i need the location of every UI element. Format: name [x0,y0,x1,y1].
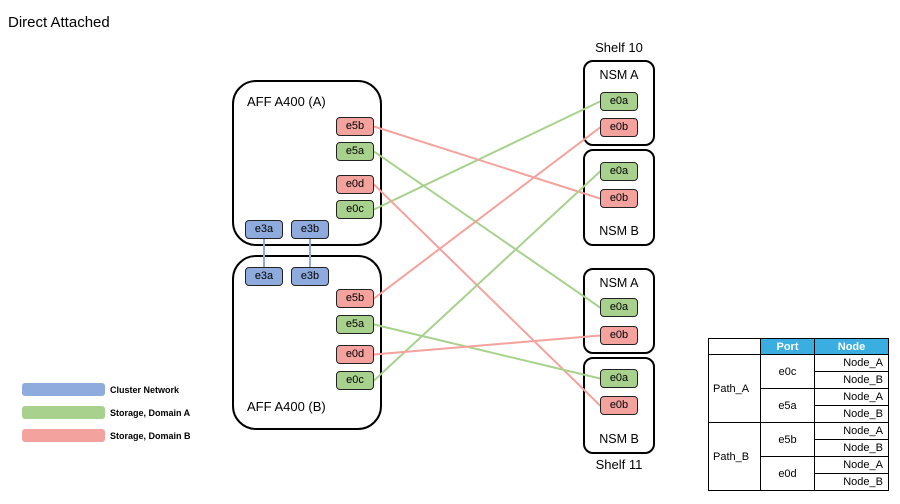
node-cell: Node_A [814,354,889,372]
port-cell: e0c [760,354,815,389]
port-cell: e5a [760,388,815,423]
port-a-e3a: e3a [245,220,283,239]
table-row: Path_A e0c Node_A [708,354,889,423]
legend-label-domain-a: Storage, Domain A [110,408,191,418]
diagram-title: Direct Attached [8,14,110,31]
table-row: Node_B [709,371,889,389]
port-b-e3a: e3a [245,267,283,286]
node-cell: Node_B [814,473,889,491]
port-s11-nsma-e0b: e0b [600,326,638,345]
path-cell: Path_A [708,354,761,423]
port-cell: e0d [760,456,815,491]
table-row: e5a Node_A [709,388,889,423]
shelf-11-label: Shelf 11 [595,457,643,472]
table-header-row: Port Node [708,338,889,355]
legend-label-cluster: Cluster Network [110,385,180,395]
table-header-port: Port [760,338,815,355]
controller-b-label: AFF A400 (B) [247,399,326,414]
port-s11-nsma-e0a: e0a [600,298,638,317]
shelf11-nsm-b-label: NSM B [599,432,639,446]
port-s10-nsmb-e0a: e0a [600,162,638,181]
port-b-e0d: e0d [336,345,374,364]
port-a-e0c: e0c [336,200,374,219]
port-s11-nsmb-e0b: e0b [600,396,638,415]
table-row: Node_B [709,473,889,491]
node-cell: Node_B [814,371,889,389]
controller-a-label: AFF A400 (A) [247,94,326,109]
legend-swatch-cluster [22,383,105,396]
shelf-10-label: Shelf 10 [595,40,643,55]
shelf10-nsm-b-label: NSM B [599,224,639,238]
shelf11-nsm-a-label: NSM A [599,276,639,290]
node-cell: Node_A [814,422,889,440]
port-s10-nsma-e0b: e0b [600,118,638,137]
port-cell: e5b [760,422,815,457]
legend-swatch-domain-a [22,406,105,419]
port-s10-nsma-e0a: e0a [600,92,638,111]
port-a-e5a: e5a [336,142,374,161]
node-cell: Node_A [814,388,889,406]
port-a-e3b: e3b [291,220,329,239]
path-cell: Path_B [708,422,761,491]
port-a-e5b: e5b [336,117,374,136]
port-s11-nsmb-e0a: e0a [600,369,638,388]
port-a-e0d: e0d [336,175,374,194]
legend-swatch-domain-b [22,429,105,442]
legend-label-domain-b: Storage, Domain B [110,431,191,441]
port-b-e3b: e3b [291,267,329,286]
path-port-node-table: Port Node Path_A e0c Node_A Node_B e5a N… [708,338,889,491]
shelf10-nsm-a-label: NSM A [599,68,639,82]
node-cell: Node_B [814,439,889,457]
node-cell: Node_B [814,405,889,423]
port-b-e5a: e5a [336,315,374,334]
port-b-e0c: e0c [336,371,374,390]
port-b-e5b: e5b [336,289,374,308]
node-cell: Node_A [814,456,889,474]
table-header-empty [708,338,761,355]
table-header-node: Node [814,338,889,355]
port-s10-nsmb-e0b: e0b [600,189,638,208]
table-row: Path_B e5b Node_A [708,422,889,491]
